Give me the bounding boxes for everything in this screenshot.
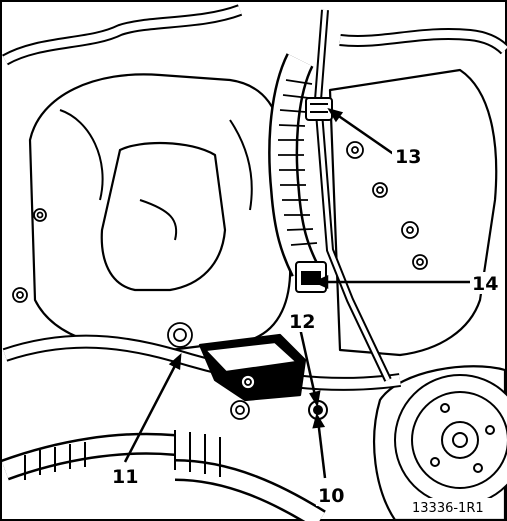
clamp-12 [308,400,328,420]
bracket-11 [198,333,307,402]
bolts [12,141,428,420]
clip-13 [305,97,333,121]
callout-labels: 13 14 12 11 10 [110,145,500,507]
hoses [1,4,507,521]
callout-14: 14 [472,273,498,295]
callout-11: 11 [112,466,138,488]
leader-lines [123,107,470,479]
callout-10: 10 [318,485,344,507]
callout-13: 13 [395,146,421,168]
connector-14 [295,261,327,293]
corrugated-hose [268,53,319,277]
reference-code-bg [408,498,500,516]
callout-12: 12 [289,311,315,333]
pipe [313,9,392,382]
reference-code: 13336-1R1 [412,501,484,516]
